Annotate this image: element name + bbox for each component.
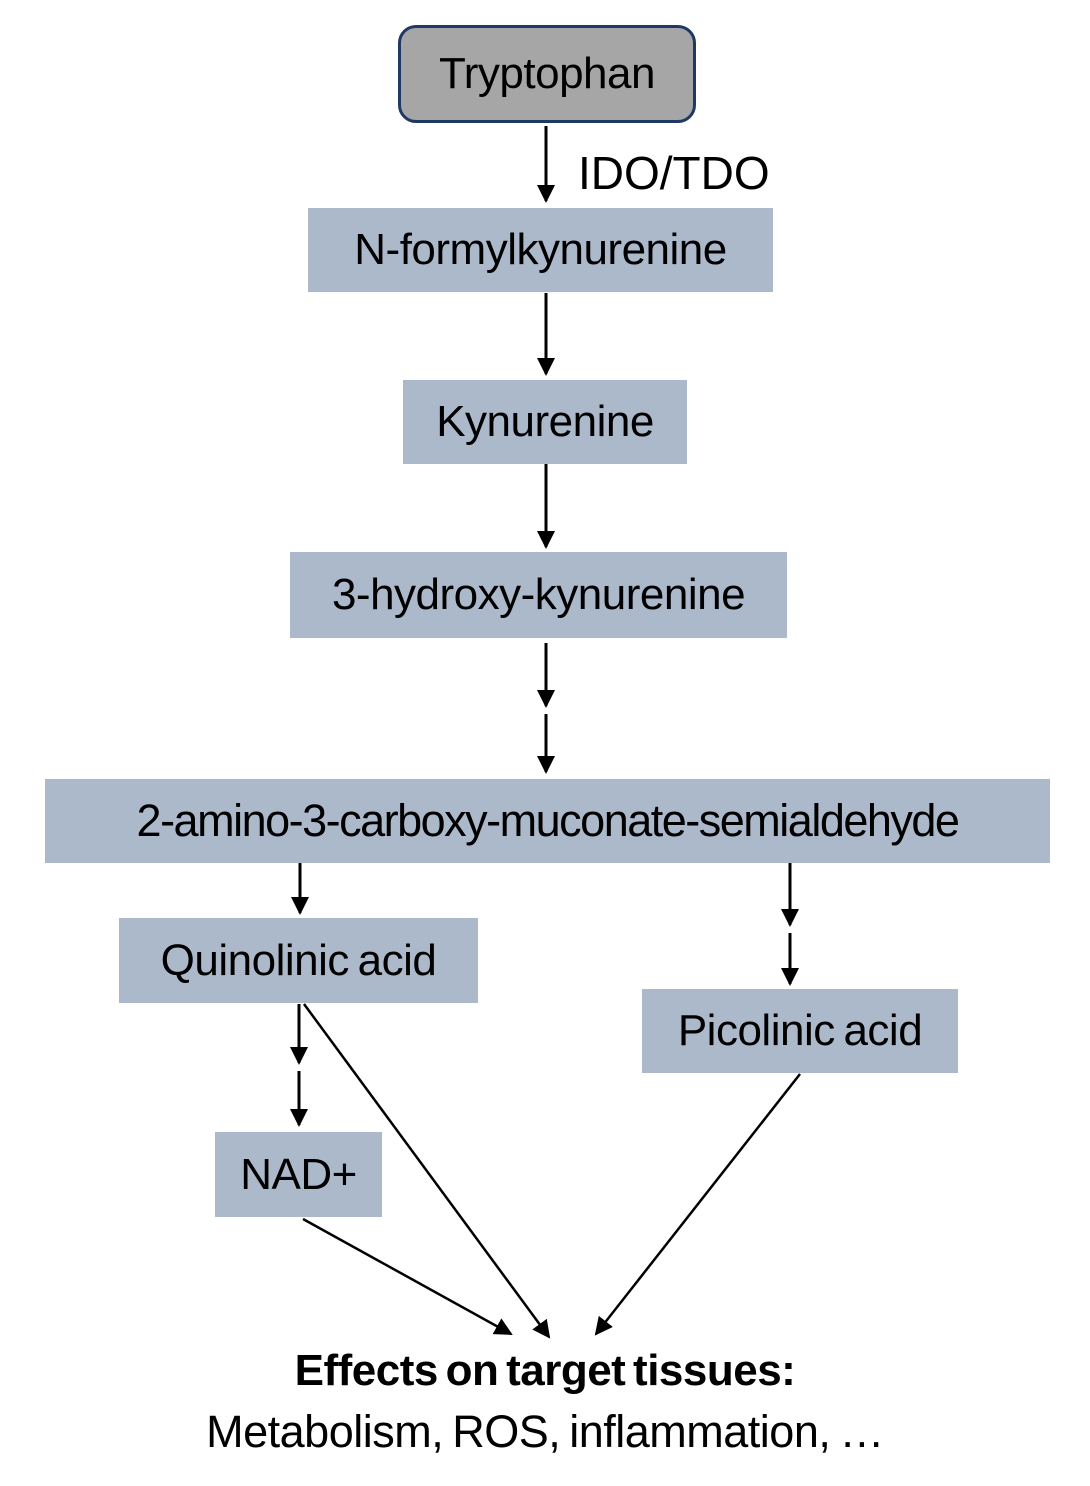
arrow-nad-to-effects [302, 1217, 513, 1336]
node-nad-plus: NAD+ [215, 1132, 382, 1217]
edge-label-ido-tdo: IDO/TDO [578, 147, 770, 199]
node-picolinic-acid: Picolinic acid [642, 989, 958, 1073]
node-kynurenine: Kynurenine [403, 380, 687, 464]
effects-title: Effects on target tissues: [294, 1346, 796, 1395]
effects-subtitle: Metabolism, ROS, inflammation, … [206, 1406, 884, 1457]
node-3-hydroxy-kynurenine: 3-hydroxy-kynurenine [290, 552, 787, 638]
node-2-amino-3-carboxy-muconate-semialdehyde: 2-amino-3-carboxy-muconate-semialdehyde [45, 779, 1050, 863]
node-quinolinic-acid: Quinolinic acid [119, 918, 478, 1003]
node-tryptophan: Tryptophan [398, 25, 696, 123]
node-n-formylkynurenine: N-formylkynurenine [308, 208, 773, 292]
arrow-picolinic-to-effects [594, 1073, 801, 1336]
